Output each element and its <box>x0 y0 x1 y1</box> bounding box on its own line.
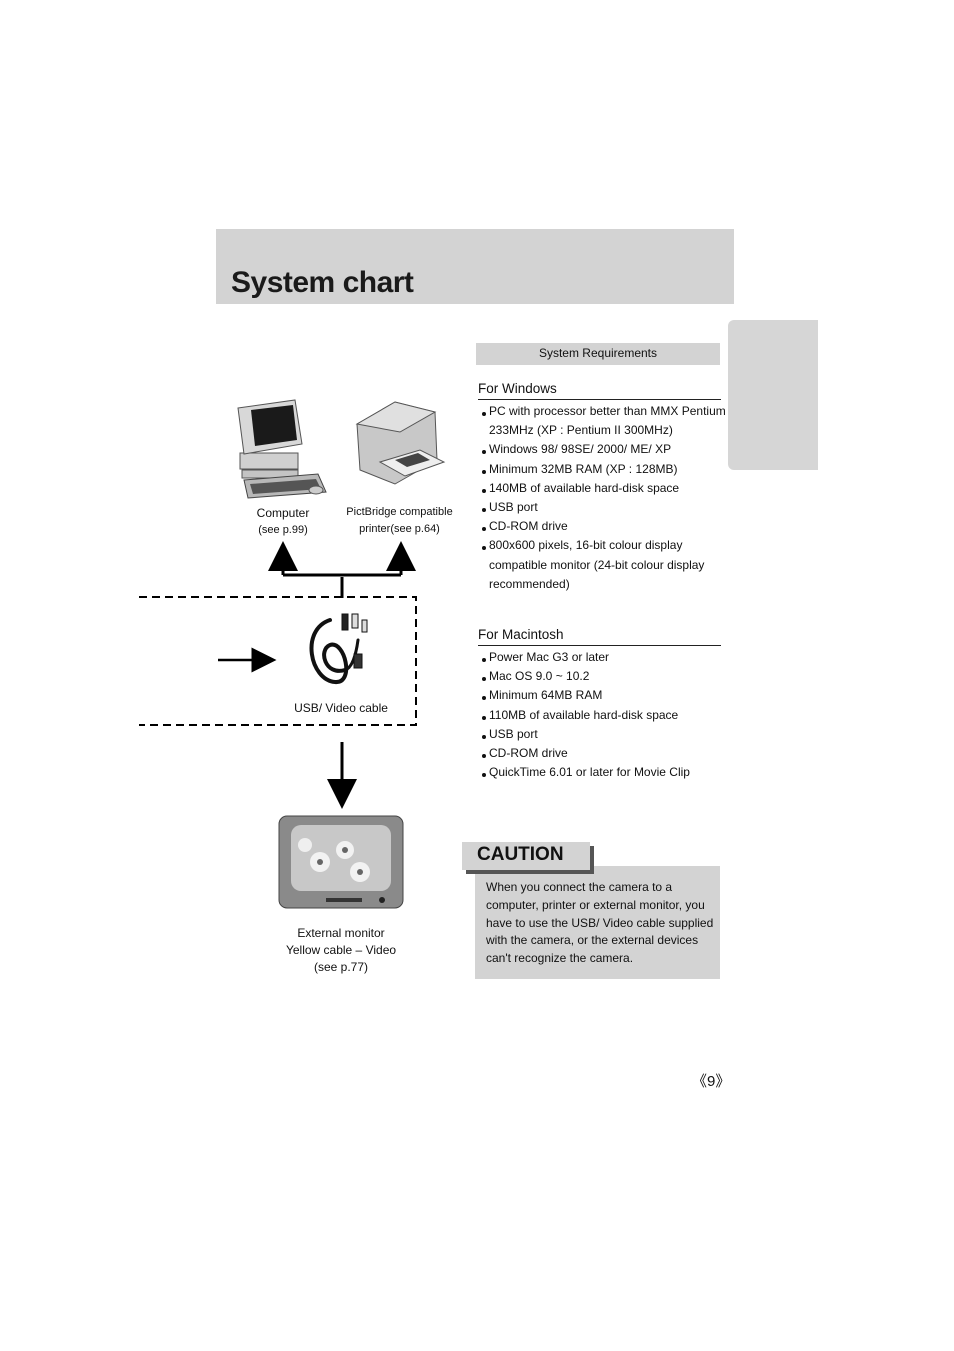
printer-label: PictBridge compatible printer(see p.64) <box>340 504 459 538</box>
monitor-label: External monitor Yellow cable – Video (s… <box>271 925 411 976</box>
list-item: Windows 98/ 98SE/ 2000/ ME/ XP <box>482 440 727 459</box>
list-item: Minimum 32MB RAM (XP : 128MB) <box>482 460 727 479</box>
monitor-name: External monitor <box>297 926 385 940</box>
printer-name: PictBridge compatible <box>346 506 453 518</box>
monitor-cable: Yellow cable – Video <box>285 943 397 957</box>
list-item: USB port <box>482 498 727 517</box>
caution-box: When you connect the camera to a compute… <box>475 866 720 979</box>
usb-video-cable-image <box>309 613 368 684</box>
list-item: USB port <box>482 725 727 744</box>
caution-text: When you connect the camera to a compute… <box>486 880 714 966</box>
list-item: 140MB of available hard-disk space <box>482 479 727 498</box>
printer-image <box>355 401 446 485</box>
list-item: CD-ROM drive <box>482 744 727 763</box>
computer-ref: (see p.99) <box>258 524 308 536</box>
windows-requirements-list: PC with processor better than MMX Pentiu… <box>482 402 727 594</box>
computer-label: Computer (see p.99) <box>243 505 323 539</box>
monitor-image <box>278 815 404 909</box>
list-item: PC with processor better than MMX Pentiu… <box>482 402 727 440</box>
page-title: System chart <box>231 266 414 299</box>
windows-section-title: For Windows <box>478 381 721 400</box>
list-item: Mac OS 9.0 ~ 10.2 <box>482 667 727 686</box>
mac-requirements-list: Power Mac G3 or later Mac OS 9.0 ~ 10.2 … <box>482 648 727 782</box>
monitor-ref: (see p.77) <box>313 960 369 974</box>
list-item: 800x600 pixels, 16-bit colour display co… <box>482 536 727 594</box>
list-item: Minimum 64MB RAM <box>482 686 727 705</box>
requirements-header: System Requirements <box>476 343 720 365</box>
connector-top <box>268 541 416 598</box>
caution-label: CAUTION <box>462 842 590 870</box>
mac-section-title: For Macintosh <box>478 627 721 646</box>
computer-image <box>237 399 327 499</box>
list-item: QuickTime 6.01 or later for Movie Clip <box>482 763 727 782</box>
list-item: Power Mac G3 or later <box>482 648 727 667</box>
list-item: 110MB of available hard-disk space <box>482 706 727 725</box>
cable-label: USB/ Video cable <box>294 701 388 715</box>
chapter-side-tab <box>728 320 818 470</box>
list-item: CD-ROM drive <box>482 517 727 536</box>
computer-name: Computer <box>256 506 310 520</box>
dashed-box <box>139 596 417 726</box>
page-number: 《9》 <box>692 1073 731 1090</box>
printer-ref: printer(see p.64) <box>359 523 440 535</box>
title-bar: System chart <box>216 229 734 304</box>
